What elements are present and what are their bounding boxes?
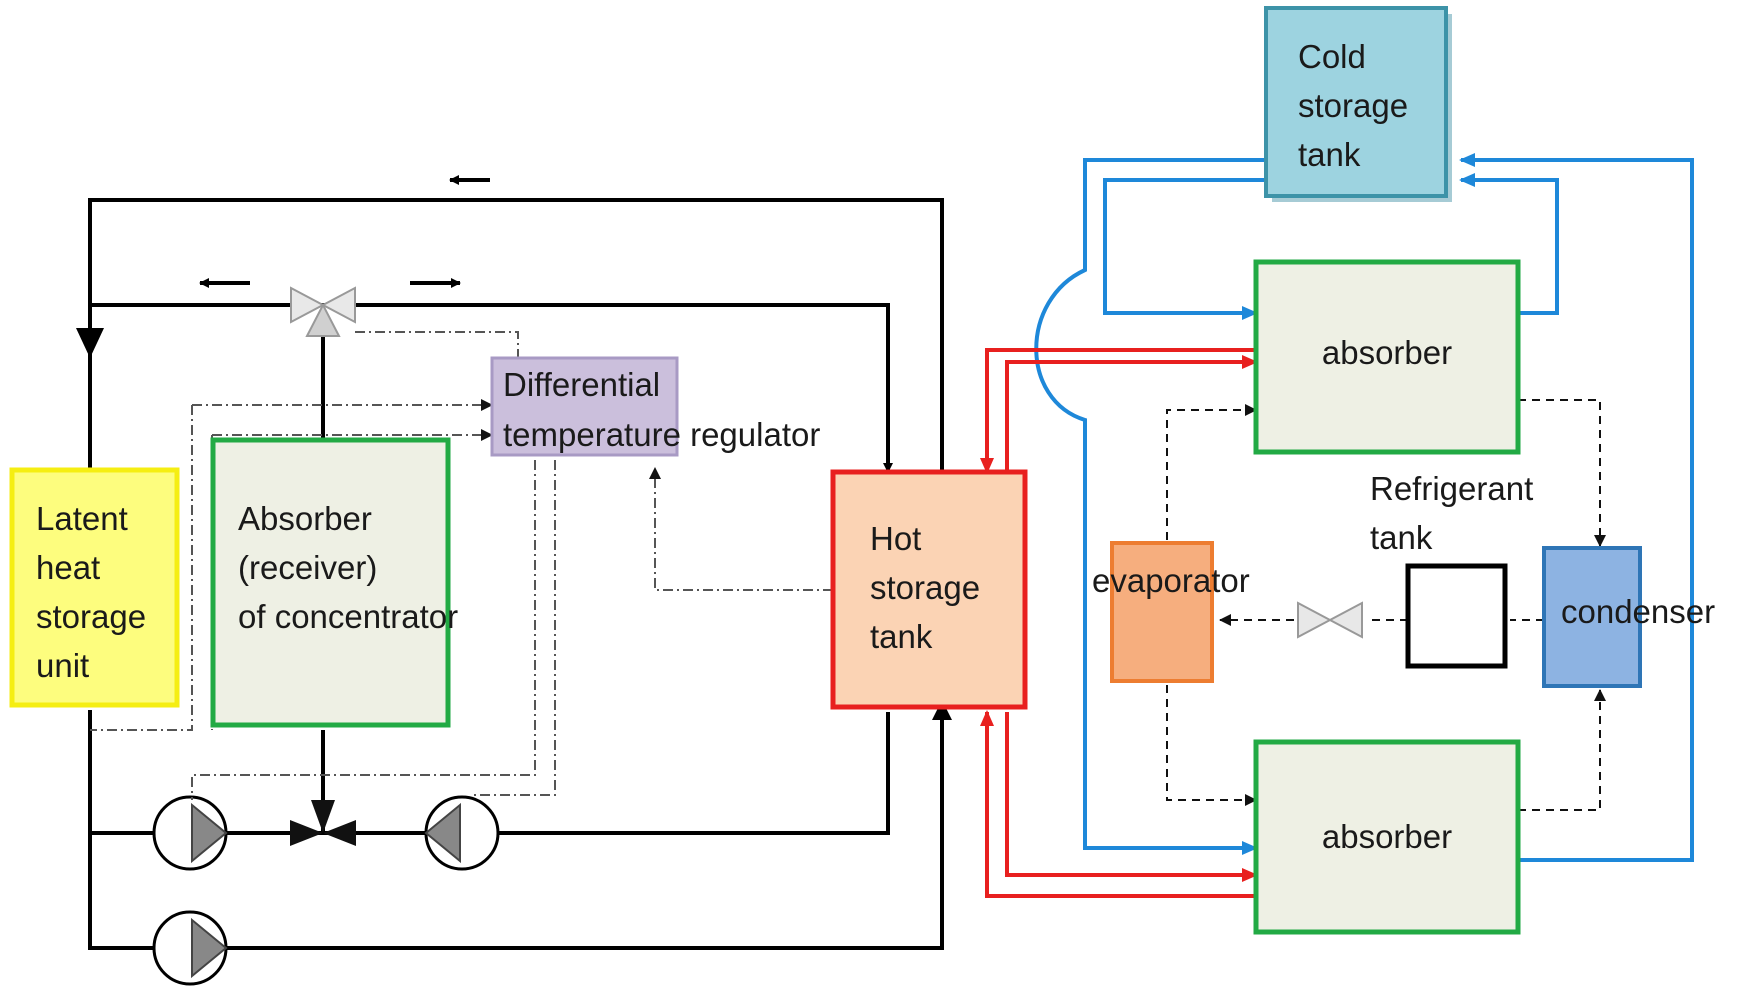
down-arrow-left-loop (76, 328, 104, 358)
condenser-label: condenser (1561, 593, 1715, 630)
condenser: condenser (1542, 546, 1715, 688)
hot-tank-line-2: storage (870, 569, 980, 606)
regulator-line-1: Differential (503, 366, 660, 403)
absorber-top: absorber (1253, 259, 1521, 455)
absorber-bottom-label: absorber (1322, 818, 1452, 855)
hot-loop (980, 348, 1258, 898)
control-signal-lines (90, 331, 833, 800)
refrigerant-tank-line-2: tank (1370, 519, 1433, 556)
three-way-valve-bottom (290, 800, 356, 846)
absorber-top-label: absorber (1322, 334, 1452, 371)
latent-heat-line-2: heat (36, 549, 100, 586)
cold-tank-line-3: tank (1298, 136, 1361, 173)
absorber-bottom: absorber (1253, 739, 1521, 935)
latent-heat-line-3: storage (36, 598, 146, 635)
refrigerant-circuit (1166, 399, 1606, 811)
differential-temperature-regulator: Differential temperature regulator (490, 356, 820, 457)
absorber-receiver-of-concentrator: Absorber (receiver) of concentrator (210, 437, 458, 728)
cold-tank-line-1: Cold (1298, 38, 1366, 75)
refrigerant-tank-line-1: Refrigerant (1370, 470, 1533, 507)
absorber-receiver-line-3: of concentrator (238, 598, 458, 635)
hot-tank-line-3: tank (870, 618, 933, 655)
refrigerant-tank: Refrigerant tank (1370, 470, 1533, 669)
regulator-line-2: temperature regulator (503, 416, 820, 453)
evaporator: evaporator (1092, 541, 1250, 683)
flow-arrows (76, 175, 952, 720)
cold-storage-tank: Cold storage tank (1264, 6, 1452, 202)
pump-bottom (152, 910, 228, 986)
expansion-valve (1297, 601, 1363, 639)
three-way-valve-top (290, 286, 356, 337)
up-arrow-hot-tank-bottom (932, 700, 952, 720)
absorber-receiver-line-2: (receiver) (238, 549, 377, 586)
hot-storage-tank: Hot storage tank (830, 469, 1028, 710)
evaporator-label: evaporator (1092, 562, 1250, 599)
pump-middle (424, 795, 500, 871)
cold-tank-line-2: storage (1298, 87, 1408, 124)
latent-heat-storage-unit: Latent heat storage unit (9, 467, 180, 708)
absorber-receiver-line-1: Absorber (238, 500, 372, 537)
hot-tank-line-1: Hot (870, 520, 921, 557)
latent-heat-line-1: Latent (36, 500, 128, 537)
pump-left (152, 795, 228, 871)
latent-heat-line-4: unit (36, 647, 89, 684)
